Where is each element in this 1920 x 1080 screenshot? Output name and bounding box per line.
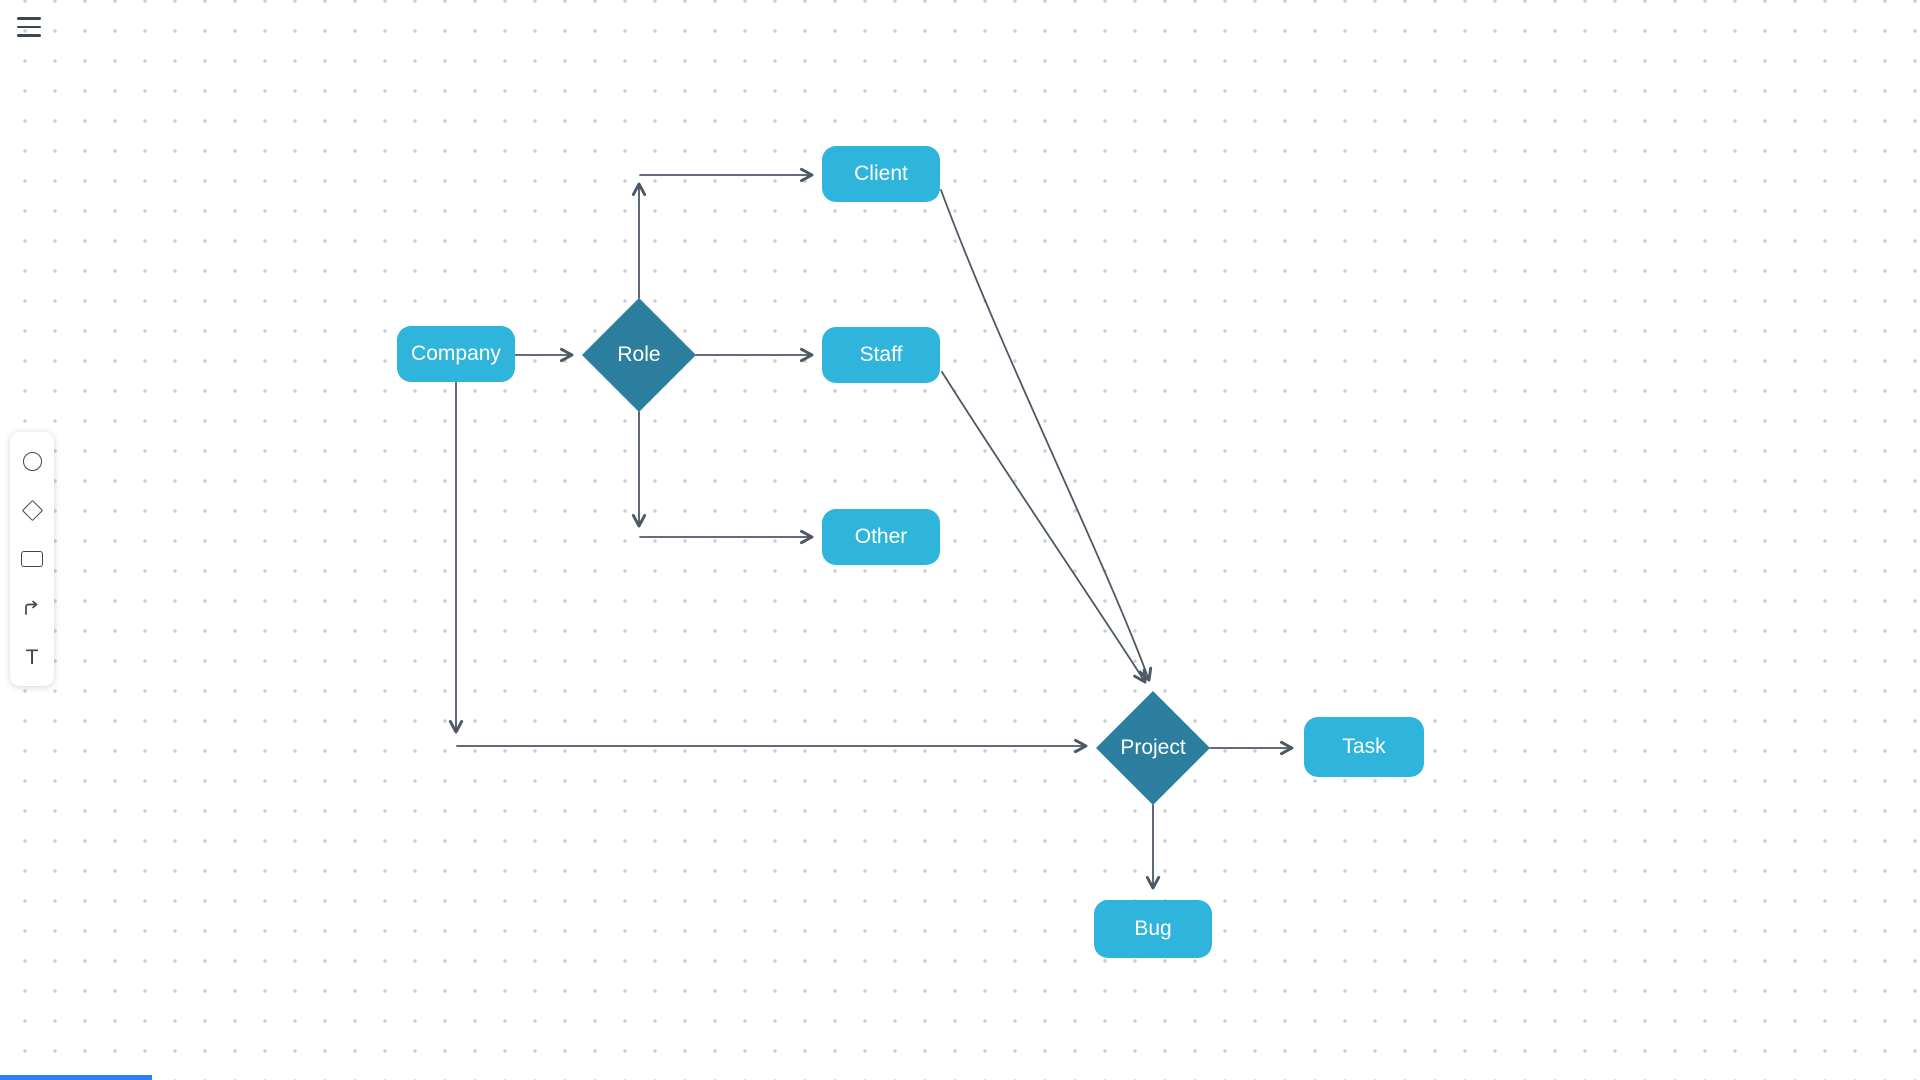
circle-tool[interactable] xyxy=(21,450,43,472)
node-staff-label: Staff xyxy=(859,343,903,366)
connector-tool[interactable] xyxy=(21,597,43,619)
node-other[interactable]: Other xyxy=(822,509,940,565)
horizontal-scrollbar-thumb[interactable] xyxy=(0,1075,152,1080)
node-role-label: Role xyxy=(617,343,661,366)
diamond-tool[interactable] xyxy=(21,499,43,521)
node-client-label: Client xyxy=(854,162,908,185)
node-role[interactable]: Role xyxy=(582,298,696,412)
node-client[interactable]: Client xyxy=(822,146,940,202)
connector-icon xyxy=(25,600,38,615)
node-staff[interactable]: Staff xyxy=(822,327,940,383)
node-project-label: Project xyxy=(1120,736,1186,759)
edge-client-project[interactable] xyxy=(940,189,1153,682)
node-project[interactable]: Project xyxy=(1096,691,1210,805)
hamburger-bar xyxy=(17,34,41,37)
edge-staff-project[interactable] xyxy=(941,371,1147,684)
rectangle-icon xyxy=(21,551,43,567)
node-company-label: Company xyxy=(411,342,501,365)
text-tool[interactable]: T xyxy=(21,646,43,668)
diamond-icon xyxy=(21,499,43,521)
text-tool-icon: T xyxy=(25,645,39,669)
node-other-label: Other xyxy=(854,525,908,548)
node-company[interactable]: Company xyxy=(397,326,515,382)
node-bug-label: Bug xyxy=(1134,917,1172,940)
hamburger-bar xyxy=(17,25,41,29)
shape-toolbar: T xyxy=(10,432,54,686)
node-bug[interactable]: Bug xyxy=(1094,900,1212,958)
hamburger-bar xyxy=(17,17,41,20)
circle-icon xyxy=(22,451,42,471)
hamburger-menu-icon[interactable] xyxy=(17,17,41,37)
rectangle-tool[interactable] xyxy=(21,548,43,570)
node-task[interactable]: Task xyxy=(1304,717,1424,777)
node-task-label: Task xyxy=(1342,735,1386,758)
